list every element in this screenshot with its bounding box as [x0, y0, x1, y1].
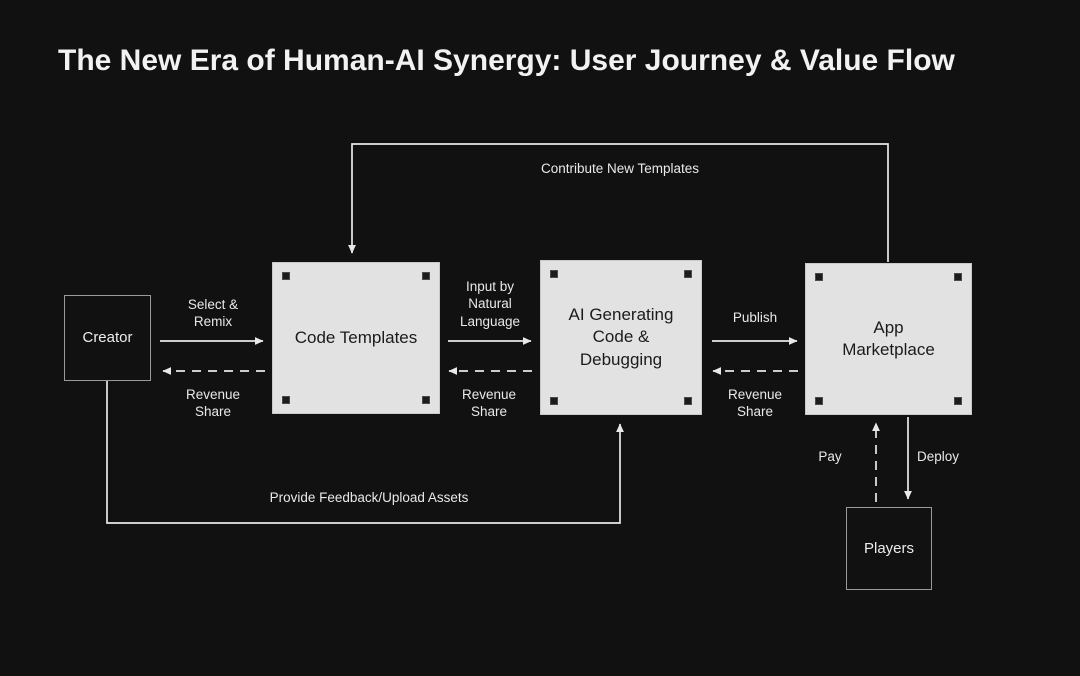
resize-handle-bottom-right[interactable]: [684, 397, 692, 405]
resize-handle-top-right[interactable]: [954, 273, 962, 281]
node-app-marketplace[interactable]: App Marketplace: [805, 263, 972, 415]
resize-handle-bottom-left[interactable]: [550, 397, 558, 405]
node-ai-generating-label: AI Generating Code & Debugging: [568, 304, 674, 369]
resize-handle-bottom-left[interactable]: [815, 397, 823, 405]
resize-handle-top-right[interactable]: [422, 272, 430, 280]
resize-handle-top-left[interactable]: [282, 272, 290, 280]
edge-feedback-line: [106, 381, 624, 524]
node-players-label: Players: [863, 539, 915, 557]
resize-handle-bottom-left[interactable]: [282, 396, 290, 404]
node-app-marketplace-label: App Marketplace: [842, 317, 935, 359]
page-title: The New Era of Human-AI Synergy: User Jo…: [58, 44, 955, 77]
resize-handle-bottom-right[interactable]: [422, 396, 430, 404]
resize-handle-top-right[interactable]: [684, 270, 692, 278]
node-creator-label: Creator: [82, 329, 133, 347]
node-code-templates[interactable]: Code Templates: [272, 262, 440, 414]
node-ai-generating[interactable]: AI Generating Code & Debugging: [540, 260, 702, 415]
node-creator[interactable]: Creator: [64, 295, 151, 381]
resize-handle-top-left[interactable]: [815, 273, 823, 281]
node-code-templates-label: Code Templates: [294, 327, 418, 347]
node-players[interactable]: Players: [846, 507, 932, 590]
resize-handle-bottom-right[interactable]: [954, 397, 962, 405]
resize-handle-top-left[interactable]: [550, 270, 558, 278]
edge-contribute-line: [348, 143, 889, 262]
